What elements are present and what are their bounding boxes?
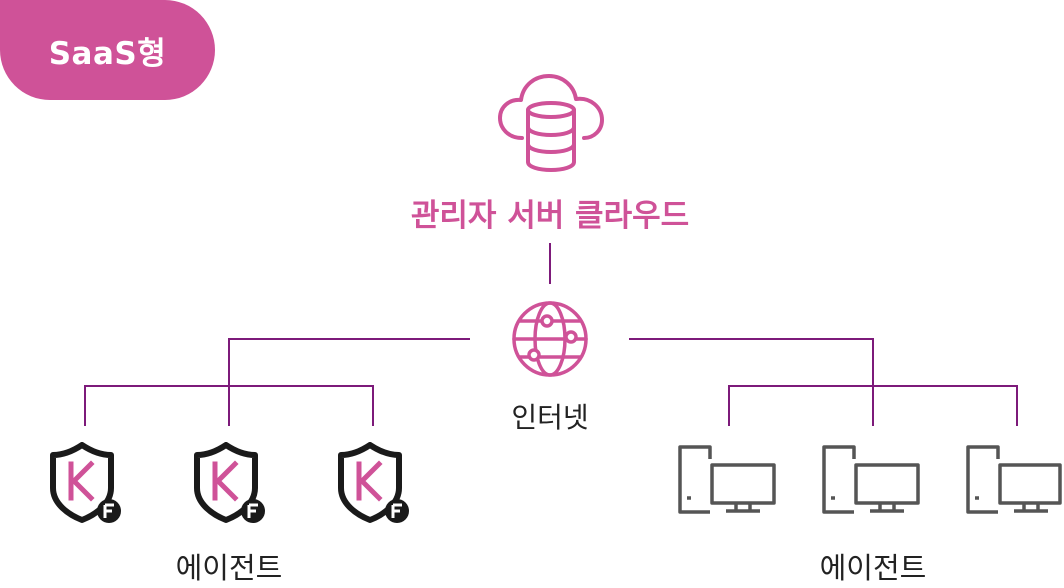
shield-k-icon [338,442,409,523]
left-branch-line [228,338,470,426]
globe-network-icon [512,301,588,377]
shield-k-icon [194,442,265,523]
left-agents-label: 에이전트 [175,551,283,585]
cloud-label: 관리자 서버 클라우드 [410,198,690,234]
cloud-database-icon [498,74,604,172]
desktop-computer-icon [822,445,920,514]
desktop-computer-icon [678,445,776,514]
internet-label: 인터넷 [511,401,589,434]
shield-k-icon [50,442,121,523]
saas-badge: SaaS형 [0,0,215,100]
desktop-computer-icon [966,445,1062,514]
right-agents-label: 에이전트 [819,551,927,585]
right-branch-line [629,338,874,426]
left-agents-bus-line [84,385,374,426]
saas-badge-label: SaaS형 [48,35,167,72]
right-agents-bus-line [728,385,1018,426]
